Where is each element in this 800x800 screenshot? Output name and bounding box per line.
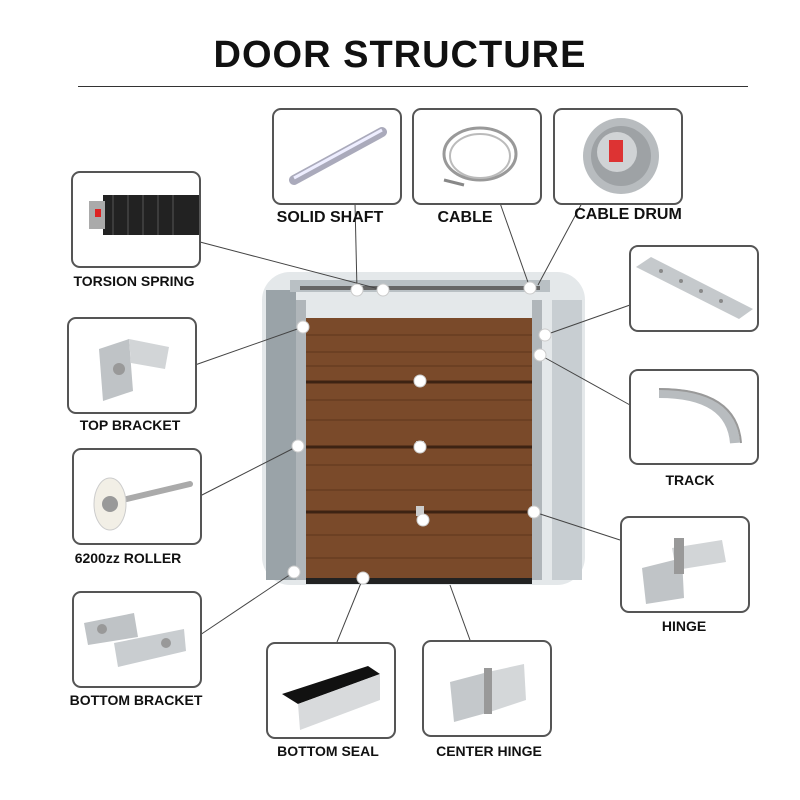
label-cable: CABLE (437, 209, 493, 226)
callout-dots (287, 281, 552, 585)
bottom-seal-image (266, 642, 396, 739)
bottom-bracket-image (72, 591, 202, 688)
track-curved-image (629, 369, 759, 465)
label-bottom-seal: BOTTOM SEAL (277, 743, 379, 759)
torsion-spring-image (71, 171, 201, 268)
cable-drum-image (553, 108, 683, 205)
hinge-image (620, 516, 750, 613)
label-hinge: HINGE (661, 618, 707, 634)
roller-image (72, 448, 202, 545)
label-solid-shaft: SOLID SHAFT (276, 209, 384, 226)
label-bottom-bracket: BOTTOM BRACKET (69, 692, 203, 708)
garage-door-photo (262, 272, 585, 585)
label-torsion-spring: TORSION SPRING (73, 273, 195, 289)
top-bracket-image (67, 317, 197, 414)
track-straight-image (629, 245, 759, 332)
label-top-bracket: TOP BRACKET (79, 417, 181, 433)
solid-shaft-image (272, 108, 402, 205)
label-center-hinge: CENTER HINGE (436, 743, 542, 759)
center-hinge-image (422, 640, 552, 737)
label-track: TRACK (665, 472, 715, 488)
cable-image (412, 108, 542, 205)
title-divider (78, 86, 748, 87)
label-cable-drum: CABLE DRUM (574, 206, 682, 223)
label-roller: 6200zz ROLLER (74, 550, 182, 566)
diagram-title: DOOR STRUCTURE (213, 34, 587, 76)
leader-lines (194, 202, 631, 643)
